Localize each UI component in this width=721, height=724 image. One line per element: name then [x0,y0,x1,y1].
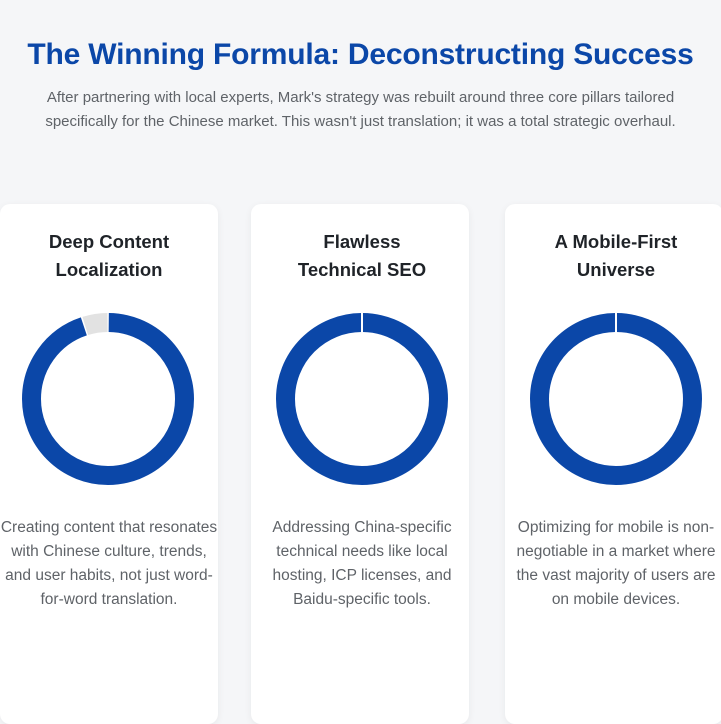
donut-filled-segment [276,313,448,485]
pillar-card-content-localization [0,204,218,724]
card-title-line1: A Mobile-First [554,231,678,252]
donut-chart-technical-seo [276,313,448,485]
donut-chart-content-localization [22,313,194,485]
card-title-line2: Universe [576,259,656,280]
donut-filled-segment [530,313,702,485]
pillar-card-title: Flawless Technical SEO [253,228,471,284]
card-title-line2: Localization [55,259,163,280]
pillar-card-description: Optimizing for mobile is non-negotiable … [516,519,716,608]
donut-remaining-segment [22,313,194,485]
donut-chart-mobile-first [530,313,702,485]
pillar-card-description: Addressing China-specific technical need… [272,519,452,608]
page-title: The Winning Formula: Deconstructing Succ… [27,38,694,71]
pillar-card-title: A Mobile-First Universe [507,228,721,284]
pillar-card-technical-seo [251,204,469,724]
page-subtitle: After partnering with local experts, Mar… [45,89,676,130]
pillar-card-title: Deep Content Localization [0,228,218,284]
card-title-line1: Flawless [323,231,401,252]
donut-filled-segment [22,313,194,485]
pillar-card-description: Creating content that resonates with Chi… [0,519,218,608]
card-title-line2: Technical SEO [297,259,427,280]
pillar-card-mobile-first [505,204,721,724]
card-title-line1: Deep Content [48,231,170,252]
